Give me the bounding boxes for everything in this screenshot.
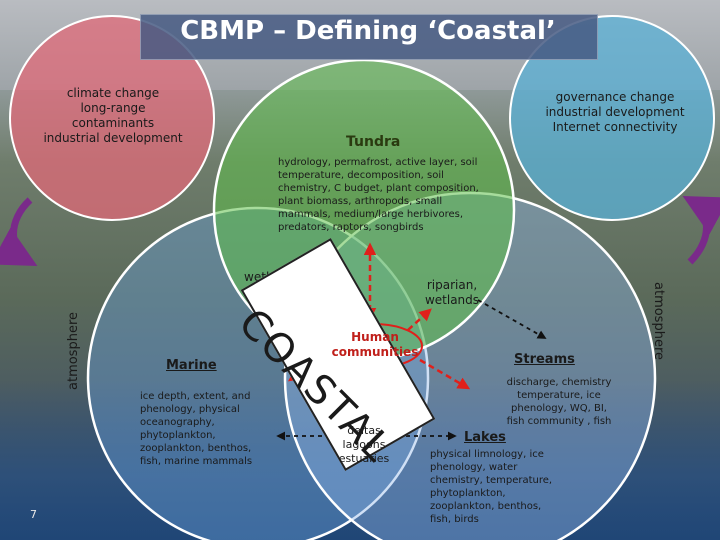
desc-line: phenology, water bbox=[430, 462, 518, 473]
tundra-description: hydrology, permafrost, active layer, soi… bbox=[278, 156, 492, 234]
overlap-line: lagoons bbox=[342, 438, 386, 451]
overlap-line: deltas bbox=[347, 424, 381, 437]
desc-line: phytoplankton, bbox=[140, 430, 216, 441]
right-drivers-text: governance change industrial development… bbox=[530, 90, 700, 135]
human-line: communities bbox=[331, 345, 419, 359]
left-curved-arrow bbox=[0, 197, 38, 267]
marine-fresh-overlap-text: deltas lagoons estuaries bbox=[326, 424, 402, 466]
streams-title: Streams bbox=[514, 352, 575, 367]
driver-item: climate change bbox=[66, 86, 160, 100]
driver-item: industrial development bbox=[545, 105, 685, 119]
right-driver-circle bbox=[509, 15, 715, 221]
desc-line: mammals, medium/large herbivores, bbox=[278, 209, 464, 220]
atmosphere-right-label: atmosphere bbox=[651, 282, 666, 360]
overlap-line: wetlands bbox=[424, 293, 480, 307]
driver-item: governance change bbox=[555, 90, 675, 104]
desc-line: chemistry, C budget, plant composition, bbox=[278, 183, 479, 194]
arrow-human-riparian bbox=[407, 308, 432, 331]
streams-description: discharge, chemistry temperature, ice ph… bbox=[500, 376, 618, 428]
desc-line: phenology, WQ, BI, bbox=[511, 403, 607, 414]
lakes-title: Lakes bbox=[464, 430, 506, 445]
slide-title: CBMP – Defining ‘Coastal’ bbox=[180, 16, 556, 46]
desc-line: oceanography, bbox=[140, 417, 215, 428]
tundra-title: Tundra bbox=[346, 134, 401, 150]
atmosphere-left-label: atmosphere bbox=[66, 312, 81, 390]
desc-line: temperature, ice bbox=[517, 390, 601, 401]
marine-title: Marine bbox=[166, 358, 217, 373]
desc-line: ice depth, extent, and bbox=[140, 391, 251, 402]
desc-line: physical limnology, ice bbox=[430, 449, 544, 460]
driver-item: long-range bbox=[80, 101, 146, 115]
desc-line: fish, birds bbox=[430, 514, 479, 525]
desc-line: chemistry, temperature, bbox=[430, 475, 553, 486]
desc-line: fish community , fish bbox=[506, 416, 612, 427]
lakes-description: physical limnology, ice phenology, water… bbox=[430, 448, 560, 526]
left-drivers-text: climate change long-range contaminants i… bbox=[30, 86, 196, 146]
desc-line: temperature, decomposition, soil bbox=[278, 170, 444, 181]
slide-number: 7 bbox=[30, 508, 37, 521]
desc-line: zooplankton, benthos, bbox=[430, 501, 542, 512]
desc-line: phenology, physical bbox=[140, 404, 240, 415]
desc-line: zooplankton, benthos, bbox=[140, 443, 252, 454]
overlap-line: riparian, bbox=[426, 278, 478, 292]
marine-description: ice depth, extent, and phenology, physic… bbox=[140, 390, 270, 468]
desc-line: predators, raptors, songbirds bbox=[278, 222, 424, 233]
desc-line: fish, marine mammals bbox=[140, 456, 253, 467]
driver-item: industrial development bbox=[43, 131, 183, 145]
title-bar bbox=[140, 14, 598, 60]
left-driver-circle bbox=[9, 15, 215, 221]
desc-line: phytoplankton, bbox=[430, 488, 506, 499]
overlap-line: estuaries bbox=[338, 452, 390, 465]
desc-line: hydrology, permafrost, active layer, soi… bbox=[278, 157, 478, 168]
desc-line: discharge, chemistry bbox=[506, 377, 612, 388]
human-line: Human bbox=[351, 330, 399, 344]
tundra-fresh-overlap-text: riparian, wetlands bbox=[416, 278, 488, 308]
right-curved-arrow bbox=[682, 195, 720, 265]
arrow-riparian-streams bbox=[477, 299, 547, 339]
desc-line: plant biomass, arthropods, small bbox=[278, 196, 443, 207]
human-communities-label: Human communities bbox=[330, 330, 420, 360]
driver-item: contaminants bbox=[71, 116, 155, 130]
driver-item: Internet connectivity bbox=[552, 120, 678, 134]
